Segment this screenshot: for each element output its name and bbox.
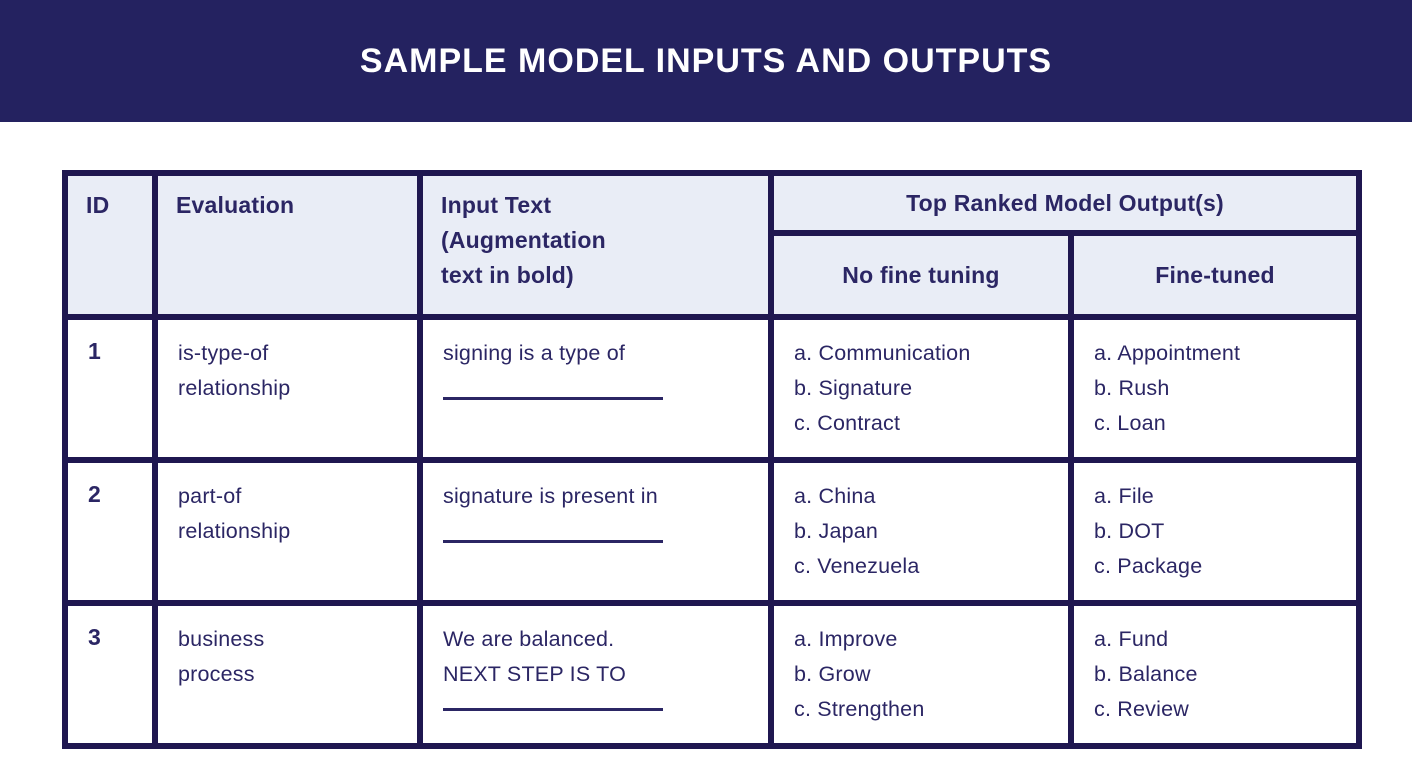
output-option: b. DOT	[1094, 519, 1165, 543]
output-option: a. Appointment	[1094, 341, 1241, 365]
no-fine-tuning-cell: a. China b. Japan c. Venezuela	[768, 457, 1074, 606]
output-option: b. Rush	[1094, 376, 1170, 400]
input-text-cell: We are balanced. NEXT STEP IS TO	[417, 600, 774, 749]
fine-tuned-cell: a. File b. DOT c. Package	[1068, 457, 1362, 606]
evaluation-cell: part-of relationship	[152, 457, 423, 606]
output-option: b. Balance	[1094, 662, 1198, 686]
no-fine-tuning-cell: a. Communication b. Signature c. Contrac…	[768, 314, 1074, 463]
col-header-fine-tuned: Fine-tuned	[1068, 230, 1362, 320]
evaluation-cell: is-type-of relationship	[152, 314, 423, 463]
output-option: c. Review	[1094, 697, 1189, 721]
row-id: 3	[62, 600, 158, 749]
blank-underline	[443, 540, 663, 543]
output-option: b. Japan	[794, 519, 879, 543]
output-option: c. Loan	[1094, 411, 1166, 435]
output-option: a. Improve	[794, 627, 898, 651]
row-id: 2	[62, 457, 158, 606]
output-option: c. Venezuela	[794, 554, 920, 578]
table-row-2: 2 part-of relationship signature is pres…	[62, 457, 1362, 606]
output-option: c. Package	[1094, 554, 1203, 578]
input-text: signing is a type of	[443, 341, 626, 365]
input-text-cell: signature is present in	[417, 457, 774, 606]
blank-underline	[443, 397, 663, 400]
output-option: a. China	[794, 484, 876, 508]
output-option: c. Strengthen	[794, 697, 925, 721]
col-header-top-ranked: Top Ranked Model Output(s)	[768, 170, 1362, 236]
page-title: SAMPLE MODEL INPUTS AND OUTPUTS	[359, 41, 1053, 80]
evaluation-cell: business process	[152, 600, 423, 749]
model-io-table: ID Evaluation Input Text (Augmentation t…	[62, 170, 1362, 749]
table-container: ID Evaluation Input Text (Augmentation t…	[62, 170, 1362, 749]
input-text-cell: signing is a type of	[417, 314, 774, 463]
output-option: a. File	[1094, 484, 1154, 508]
fine-tuned-cell: a. Fund b. Balance c. Review	[1068, 600, 1362, 749]
output-option: b. Signature	[794, 376, 913, 400]
output-option: a. Fund	[1094, 627, 1169, 651]
row-id: 1	[62, 314, 158, 463]
table-row-3: 3 business process We are balanced. NEXT…	[62, 600, 1362, 749]
output-option: a. Communication	[794, 341, 971, 365]
col-header-no-fine-tuning: No fine tuning	[768, 230, 1074, 320]
blank-underline	[443, 708, 663, 711]
col-header-id: ID	[62, 170, 158, 320]
fine-tuned-cell: a. Appointment b. Rush c. Loan	[1068, 314, 1362, 463]
title-banner: SAMPLE MODEL INPUTS AND OUTPUTS	[0, 0, 1412, 122]
col-header-input-text: Input Text (Augmentation text in bold)	[417, 170, 774, 320]
input-text: signature is present in	[443, 484, 658, 508]
col-header-evaluation: Evaluation	[152, 170, 423, 320]
no-fine-tuning-cell: a. Improve b. Grow c. Strengthen	[768, 600, 1074, 749]
output-option: b. Grow	[794, 662, 871, 686]
output-option: c. Contract	[794, 411, 901, 435]
input-text: We are balanced. NEXT STEP IS TO	[443, 627, 627, 686]
table-row-1: 1 is-type-of relationship signing is a t…	[62, 314, 1362, 463]
